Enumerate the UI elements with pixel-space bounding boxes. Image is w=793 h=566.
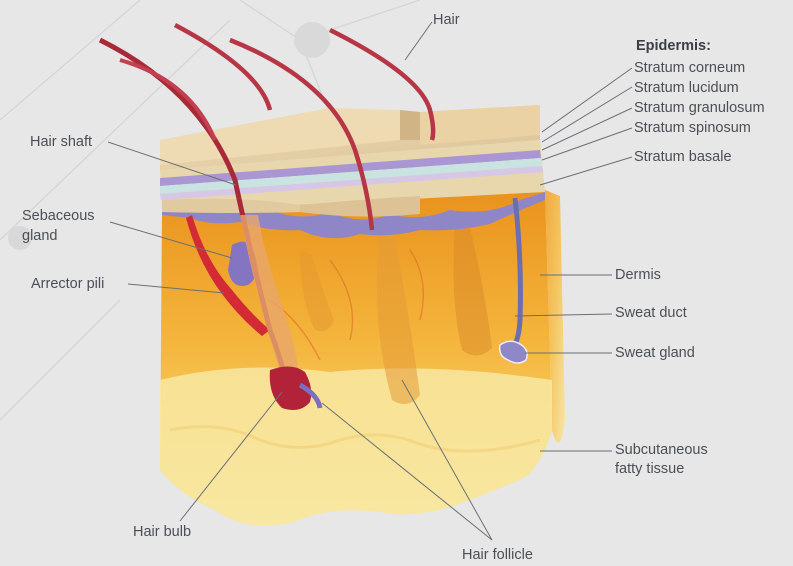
stratum-lucidum-label: Stratum lucidum (634, 80, 739, 97)
hair-follicle-label: Hair follicle (462, 547, 533, 564)
sweat-duct-label: Sweat duct (615, 305, 687, 322)
stratum-basale-label: Stratum basale (634, 149, 732, 166)
stratum-granulosum-label: Stratum granulosum (634, 100, 793, 117)
stratum-spinosum-label: Stratum spinosum (634, 120, 751, 137)
subcutaneous-label-line1: Subcutaneous (615, 442, 708, 459)
dermis-label: Dermis (615, 267, 661, 284)
hair-bulb-label: Hair bulb (133, 524, 191, 541)
sebaceous-gland-label-line1: Sebaceous (22, 208, 95, 225)
hair-label: Hair (433, 12, 460, 29)
subcutaneous-label-line2: fatty tissue (615, 461, 684, 478)
sebaceous-gland-label-line2: gland (22, 228, 57, 245)
sweat-gland-label: Sweat gland (615, 345, 695, 362)
arrector-pili-label: Arrector pili (31, 276, 104, 293)
stratum-corneum-label: Stratum corneum (634, 60, 745, 77)
hair-shaft-label: Hair shaft (30, 134, 92, 151)
epidermis-heading: Epidermis: (636, 38, 711, 55)
